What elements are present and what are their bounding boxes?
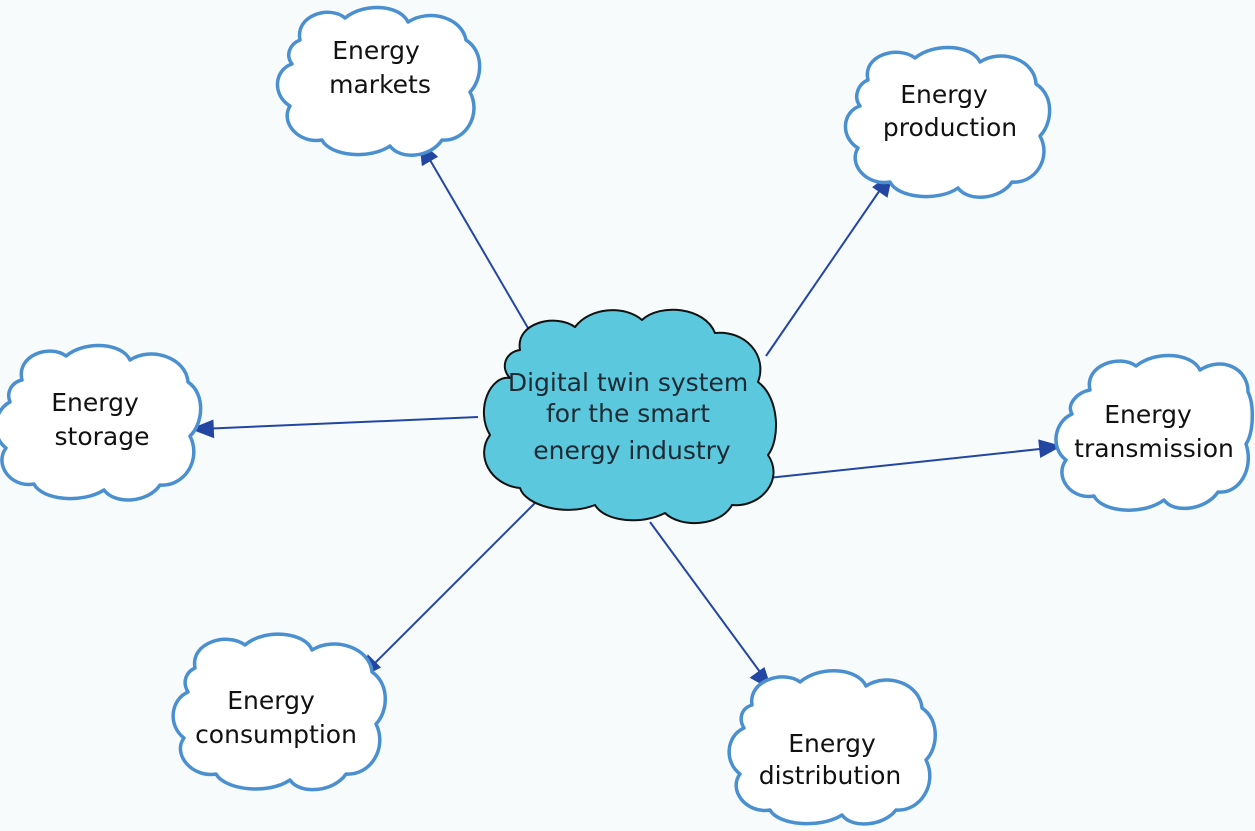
node-energy-transmission: Energy transmission <box>1054 353 1254 512</box>
distribution-label-line-1: Energy <box>788 729 876 758</box>
svg-text:Energy markets: Energy markets <box>329 36 431 99</box>
arrow-to-consumption <box>359 502 536 679</box>
distribution-label-line-2: distribution <box>759 761 901 790</box>
center-cloud-shape <box>482 308 777 524</box>
arrow-to-storage <box>190 416 479 439</box>
markets-label-line-1: Energy <box>332 36 420 65</box>
storage-label-line-2: storage <box>55 422 150 451</box>
transmission-label-line-1: Energy <box>1104 400 1192 429</box>
transmission-cloud-shape <box>1054 353 1254 512</box>
svg-text:Energy distribution: Energy distribution <box>759 729 901 790</box>
svg-text:Energy consumption: Energy consumption <box>195 686 357 749</box>
arrow-to-transmission <box>767 439 1062 479</box>
storage-cloud-shape <box>0 343 203 502</box>
transmission-label-line-2: transmission <box>1074 434 1234 463</box>
arrow-to-markets <box>419 140 529 329</box>
storage-label-line-1: Energy <box>51 388 139 417</box>
node-energy-consumption: Energy consumption <box>171 632 387 792</box>
consumption-cloud-shape <box>171 632 387 792</box>
center-label-line-2: for the smart <box>546 399 710 428</box>
production-label-line-1: Energy <box>900 80 988 109</box>
center-label-line-1: Digital twin system <box>508 368 748 397</box>
node-energy-markets: Energy markets <box>275 5 482 157</box>
svg-text:Digital twin system for: Digital twin system for the smart energy… <box>508 368 756 465</box>
svg-text:Energy production: Energy production <box>883 80 1017 142</box>
center-node: Digital twin system for the smart energy… <box>482 308 777 524</box>
markets-cloud-shape <box>275 5 482 157</box>
consumption-label-line-2: consumption <box>195 720 357 749</box>
consumption-label-line-1: Energy <box>227 686 315 715</box>
svg-text:Energy transmission: Energy transmission <box>1074 400 1234 463</box>
node-energy-production: Energy production <box>843 45 1052 199</box>
arrow-to-distribution <box>649 521 772 690</box>
svg-text:Energy storage: Energy storage <box>51 388 149 451</box>
center-label-line-3: energy industry <box>533 436 731 465</box>
markets-label-line-2: markets <box>329 70 431 99</box>
distribution-cloud-shape <box>727 669 937 826</box>
production-label-line-2: production <box>883 113 1017 142</box>
node-energy-distribution: Energy distribution <box>727 669 937 826</box>
production-cloud-shape <box>843 45 1052 199</box>
arrow-to-production <box>765 172 893 357</box>
node-energy-storage: Energy storage <box>0 343 203 502</box>
